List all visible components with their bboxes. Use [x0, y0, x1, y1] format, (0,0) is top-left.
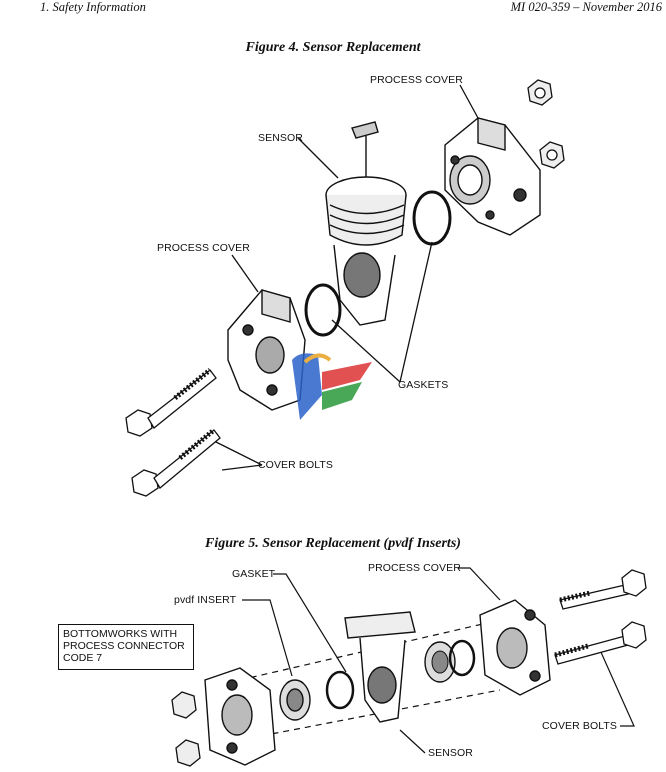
process-cover-top-part	[444, 117, 541, 236]
watermark-logo	[292, 353, 372, 420]
fig5-pvdf-insert	[279, 679, 311, 721]
gasket-left	[304, 283, 342, 337]
leader-gasket-right	[399, 241, 433, 383]
label-gaskets: GASKETS	[398, 379, 449, 391]
leader-sensor	[297, 137, 339, 179]
figure-4-drawing	[125, 79, 565, 497]
label-cover-bolts-fig4: COVER BOLTS	[258, 459, 334, 471]
figure-4-title: Figure 4. Sensor Replacement	[245, 40, 421, 55]
bottomworks-note-box: BOTTOMWORKS WITH PROCESS CONNECTOR CODE …	[58, 624, 194, 670]
label-sensor-fig5: SENSOR	[428, 747, 473, 759]
sensor-part	[325, 121, 407, 326]
header-doc-ref: MI 020-359 – November 2016	[510, 0, 662, 14]
label-pvdf-insert: pvdf INSERT	[174, 594, 237, 606]
label-process-cover-fig5: PROCESS COVER	[368, 562, 461, 574]
leader-sensor	[399, 729, 426, 754]
nuts-top	[527, 79, 565, 169]
leader-pvdf-insert	[242, 599, 293, 677]
note-line-3: CODE 7	[63, 652, 103, 664]
fig5-bolts	[554, 569, 647, 665]
label-cover-bolts-fig5: COVER BOLTS	[542, 720, 618, 732]
label-process-cover-top: PROCESS COVER	[370, 74, 463, 86]
leader-gasket-left	[331, 319, 401, 383]
bolts	[125, 368, 221, 497]
header-section: 1. Safety Information	[40, 0, 146, 14]
label-process-cover-left: PROCESS COVER	[157, 242, 250, 254]
leader-cover-bolts	[599, 649, 635, 727]
leader-bolt-top	[211, 439, 263, 466]
fig5-right-cover	[479, 599, 551, 696]
process-cover-left-part	[227, 289, 306, 411]
leader-process-cover	[458, 567, 501, 601]
note-line-1: BOTTOMWORKS WITH	[63, 628, 178, 640]
fig5-gasket	[325, 670, 355, 710]
note-line-2: PROCESS CONNECTOR	[63, 640, 185, 652]
leader-process-cover-top	[459, 84, 479, 119]
label-gasket: GASKET	[232, 568, 276, 580]
figure-5-title: Figure 5. Sensor Replacement (pvdf Inser…	[205, 536, 461, 551]
fig5-left-cover	[204, 667, 276, 766]
leader-bolt-bottom	[221, 464, 263, 471]
label-sensor-fig4: SENSOR	[258, 132, 303, 144]
leader-gasket	[273, 573, 347, 673]
fig5-nuts	[171, 691, 201, 767]
leader-process-cover-left	[231, 254, 259, 293]
gasket-right	[412, 190, 452, 246]
fig5-sensor	[344, 611, 416, 723]
